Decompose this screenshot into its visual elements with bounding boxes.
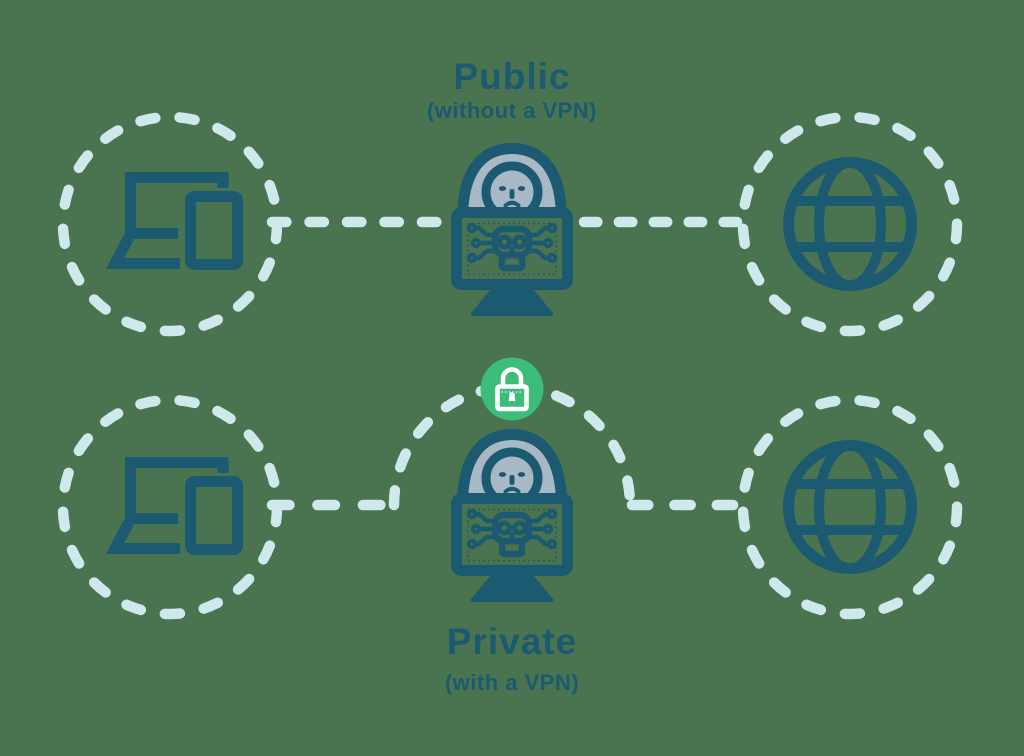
public-internet-dashed-circle [737, 111, 963, 337]
public-subtitle: (without a VPN) [426, 98, 598, 123]
hacker-skull-monitor-icon [457, 435, 568, 603]
vpn-tunnel-arc [388, 381, 636, 511]
private-title: Private [446, 621, 578, 662]
hacker-skull-monitor-icon [457, 149, 568, 317]
devices-icon [115, 178, 248, 277]
private-internet-dashed-circle [737, 394, 963, 620]
globe-icon [789, 163, 912, 286]
globe-icon [789, 446, 912, 569]
lock-icon [481, 358, 544, 421]
devices-icon [115, 463, 248, 562]
public-title: Public [453, 56, 571, 97]
private-subtitle: (with a VPN) [444, 670, 580, 695]
